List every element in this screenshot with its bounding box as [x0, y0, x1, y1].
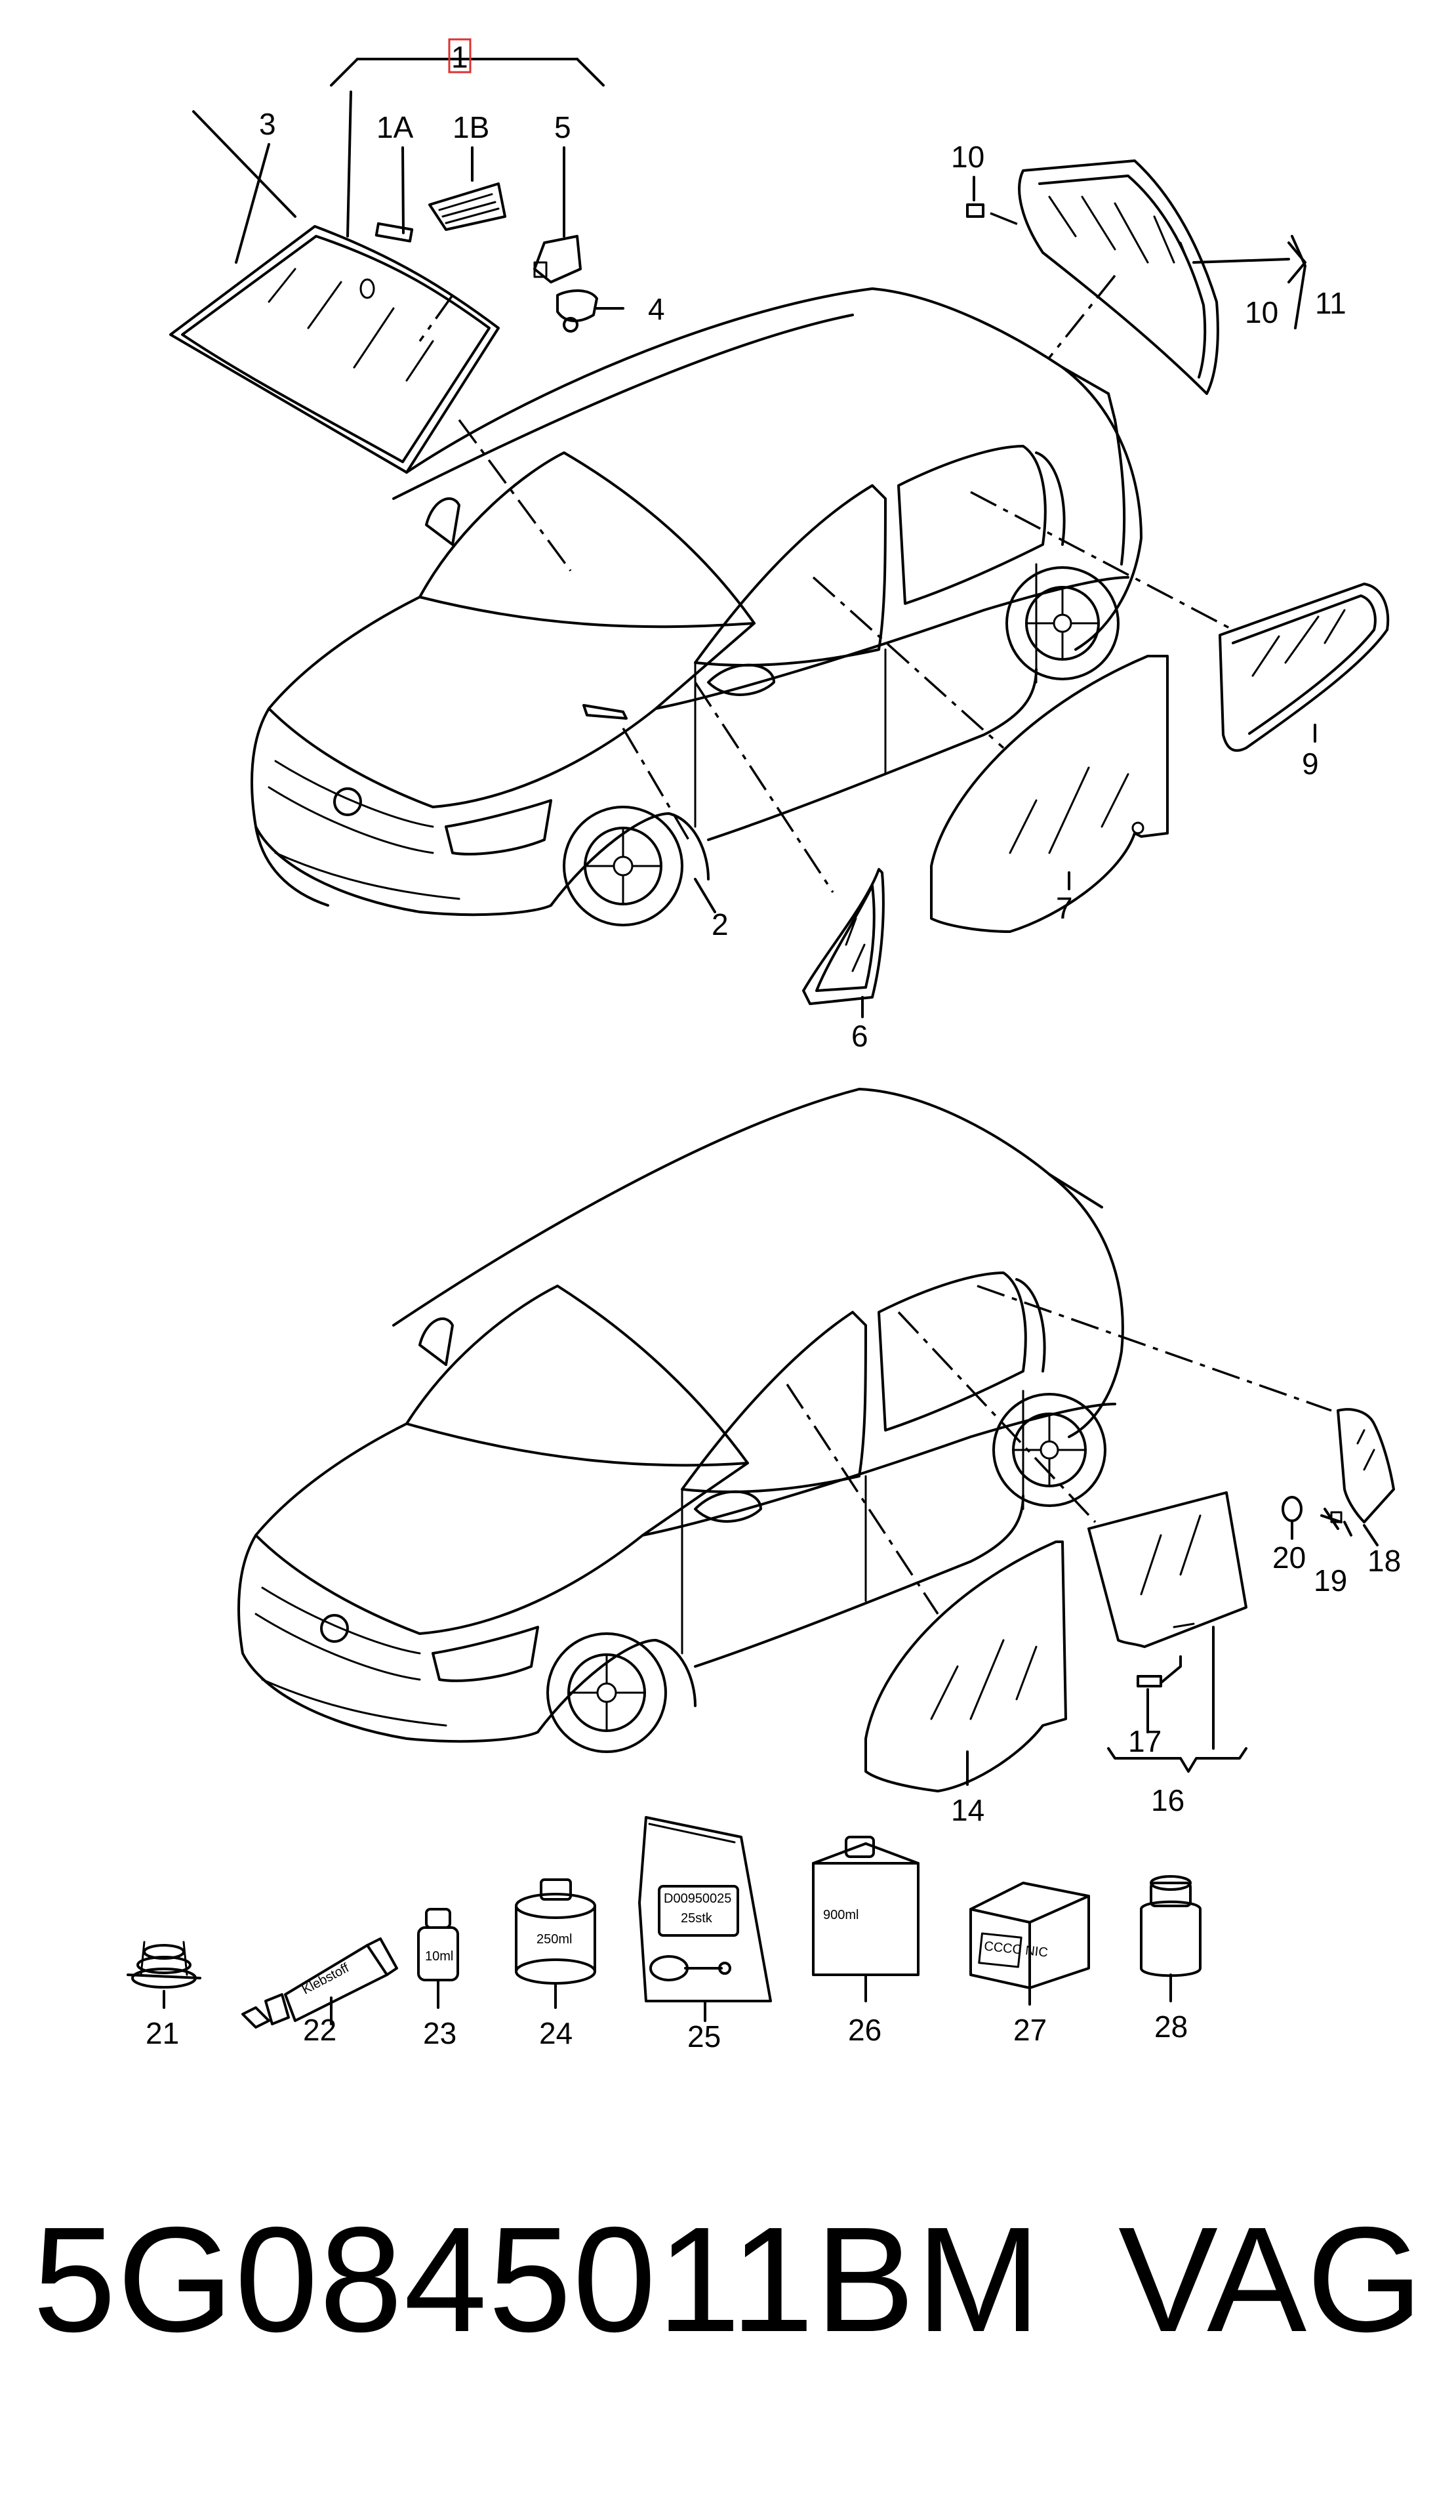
box-text: CCCC NIC — [983, 1939, 1049, 1960]
box-27: CCCC NIC — [969, 1882, 1090, 2006]
bottle-23: 10ml — [417, 1908, 459, 2009]
label-20: 20 — [1272, 1540, 1306, 1575]
vent-glass-6 — [802, 868, 885, 1005]
label-4: 4 — [648, 292, 665, 326]
windshield-part — [169, 225, 500, 474]
label-23: 23 — [423, 2016, 456, 2050]
label-24: 24 — [539, 2016, 573, 2050]
label-6: 6 — [851, 1019, 868, 1053]
door-glass-14 — [864, 1540, 1067, 1792]
bag-qty-text: 25stk — [681, 1911, 713, 1926]
door-glass-16 — [1087, 1491, 1247, 1648]
label-21: 21 — [146, 2016, 179, 2050]
leader-lines-top — [235, 58, 1316, 1018]
callout-labels: 1 1A 1B 5 3 4 10 10 11 9 2 7 6 18 19 20 … — [146, 40, 1401, 2054]
label-18: 18 — [1367, 1544, 1401, 1578]
bag-25: D00950025 25stk — [638, 1816, 772, 2022]
bottle-28 — [1140, 1875, 1202, 2002]
label-9: 9 — [1302, 747, 1319, 781]
label-27: 27 — [1013, 2013, 1047, 2047]
label-26: 26 — [848, 2013, 881, 2047]
brand-name: VAG — [1118, 2197, 1423, 2363]
bag-code-text: D00950025 — [664, 1891, 731, 1906]
label-1a: 1A — [376, 110, 414, 144]
label-1b: 1B — [453, 110, 489, 144]
rear-window-part — [966, 159, 1219, 395]
quarter-glass-9 — [1219, 583, 1390, 752]
label-2: 2 — [712, 907, 729, 941]
trim-strip-3 — [192, 110, 296, 218]
bottle-10ml-text: 10ml — [425, 1949, 453, 1964]
label-7: 7 — [1056, 891, 1073, 925]
label-19: 19 — [1314, 1563, 1347, 1598]
label-11: 11 — [1315, 286, 1346, 320]
label-22: 22 — [303, 2013, 336, 2047]
label-17: 17 — [1128, 1724, 1162, 1758]
label-10a: 10 — [951, 140, 984, 174]
part-number: 5G0845011BM — [33, 2197, 1042, 2363]
sensor-4 — [556, 289, 598, 333]
label-1: 1 — [451, 40, 468, 74]
clip-17 — [1137, 1675, 1162, 1687]
can-24: 250ml — [515, 1878, 596, 2009]
car-top-illustration — [251, 287, 1143, 926]
bottle-900ml-text: 900ml — [823, 1908, 859, 1922]
part-number-footer: 5G0845011BM VAG — [33, 2195, 1436, 2365]
label-14: 14 — [951, 1793, 984, 1827]
label-16: 16 — [1151, 1783, 1184, 1817]
bottle-26: 900ml — [812, 1836, 920, 2002]
rain-sensor-5 — [533, 235, 582, 283]
klebstoff-text: Klebstoff — [300, 1960, 352, 1997]
callout-box-1 — [448, 38, 472, 73]
label-3: 3 — [259, 107, 276, 141]
label-5: 5 — [554, 110, 571, 144]
door-glass-7 — [930, 655, 1169, 933]
bolt-19 — [1320, 1508, 1343, 1530]
part-1b — [428, 182, 506, 231]
label-10b: 10 — [1245, 295, 1278, 329]
label-25: 25 — [687, 2019, 721, 2054]
sealing-cone-21 — [127, 1941, 201, 2009]
leader-lines-bottom — [786, 1285, 1379, 1786]
quarter-glass-18 — [1337, 1408, 1395, 1523]
label-28: 28 — [1154, 2010, 1188, 2044]
nut-20 — [1282, 1496, 1303, 1522]
part-1a — [374, 222, 414, 243]
can-250ml-text: 250ml — [536, 1932, 572, 1947]
